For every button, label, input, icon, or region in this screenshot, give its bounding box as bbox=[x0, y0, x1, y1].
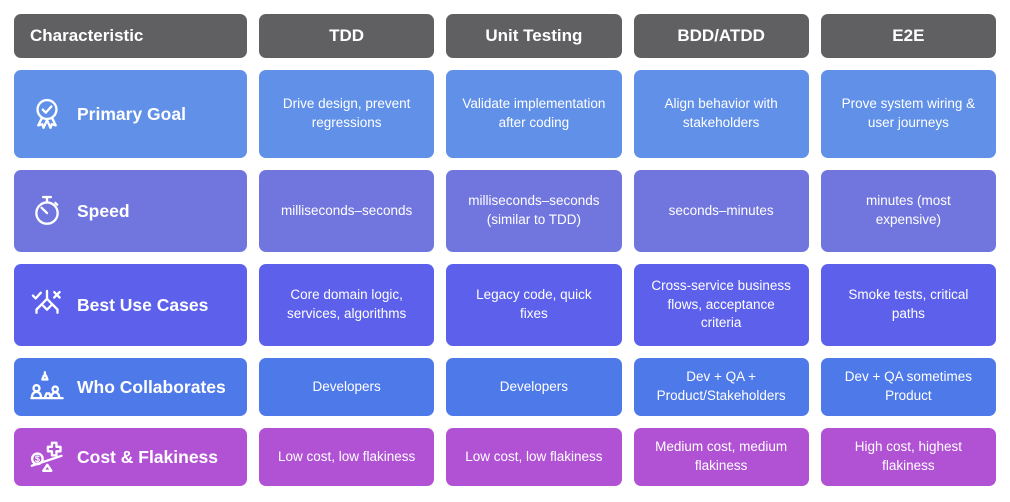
cell-cost-flakiness-bdd-atdd: Medium cost, medium flakiness bbox=[633, 428, 809, 486]
row-label-text: Who Collaborates bbox=[77, 376, 226, 397]
svg-text:$: $ bbox=[35, 454, 40, 464]
header-bdd-atdd: BDD/ATDD bbox=[633, 14, 809, 58]
header-e2e: E2E bbox=[820, 14, 996, 58]
row-label-primary-goal: Primary Goal bbox=[14, 70, 247, 158]
row-label-text: Speed bbox=[77, 200, 130, 221]
cell-best-use-cases-e2e: Smoke tests, critical paths bbox=[820, 264, 996, 346]
cell-speed-unit-testing: milliseconds–seconds (similar to TDD) bbox=[446, 170, 622, 252]
cell-primary-goal-tdd: Drive design, prevent regressions bbox=[259, 70, 435, 158]
header-tdd: TDD bbox=[259, 14, 435, 58]
cell-best-use-cases-tdd: Core domain logic, services, algorithms bbox=[259, 264, 435, 346]
cell-who-collaborates-unit-testing: Developers bbox=[446, 358, 622, 416]
cell-speed-tdd: milliseconds–seconds bbox=[259, 170, 435, 252]
cell-cost-flakiness-tdd: Low cost, low flakiness bbox=[259, 428, 435, 486]
cell-best-use-cases-unit-testing: Legacy code, quick fixes bbox=[446, 264, 622, 346]
row-label-best-use-cases: Best Use Cases bbox=[14, 264, 247, 346]
cell-primary-goal-bdd-atdd: Align behavior with stakeholders bbox=[633, 70, 809, 158]
row-label-text: Primary Goal bbox=[77, 103, 186, 124]
row-label-speed: Speed bbox=[14, 170, 247, 252]
award-check-icon bbox=[28, 95, 66, 133]
cell-who-collaborates-tdd: Developers bbox=[259, 358, 435, 416]
stopwatch-icon bbox=[28, 192, 66, 230]
decision-tree-icon bbox=[28, 286, 66, 324]
collaboration-icon bbox=[28, 368, 66, 406]
cell-best-use-cases-bdd-atdd: Cross-service business flows, acceptance… bbox=[633, 264, 809, 346]
cell-speed-bdd-atdd: seconds–minutes bbox=[633, 170, 809, 252]
cell-who-collaborates-bdd-atdd: Dev + QA + Product/Stakeholders bbox=[633, 358, 809, 416]
row-label-text: Best Use Cases bbox=[77, 294, 209, 315]
row-label-text: Cost & Flakiness bbox=[77, 446, 219, 467]
cell-primary-goal-e2e: Prove system wiring & user journeys bbox=[820, 70, 996, 158]
cell-cost-flakiness-e2e: High cost, highest flakiness bbox=[820, 428, 996, 486]
cell-primary-goal-unit-testing: Validate implementation after coding bbox=[446, 70, 622, 158]
cell-cost-flakiness-unit-testing: Low cost, low flakiness bbox=[446, 428, 622, 486]
header-unit-testing: Unit Testing bbox=[446, 14, 622, 58]
row-label-who-collaborates: Who Collaborates bbox=[14, 358, 247, 416]
cell-who-collaborates-e2e: Dev + QA sometimes Product bbox=[820, 358, 996, 416]
header-characteristic: Characteristic bbox=[14, 14, 247, 58]
cost-scale-icon: $ bbox=[28, 438, 66, 476]
row-label-cost-flakiness: $ Cost & Flakiness bbox=[14, 428, 247, 486]
cell-speed-e2e: minutes (most expensive) bbox=[820, 170, 996, 252]
